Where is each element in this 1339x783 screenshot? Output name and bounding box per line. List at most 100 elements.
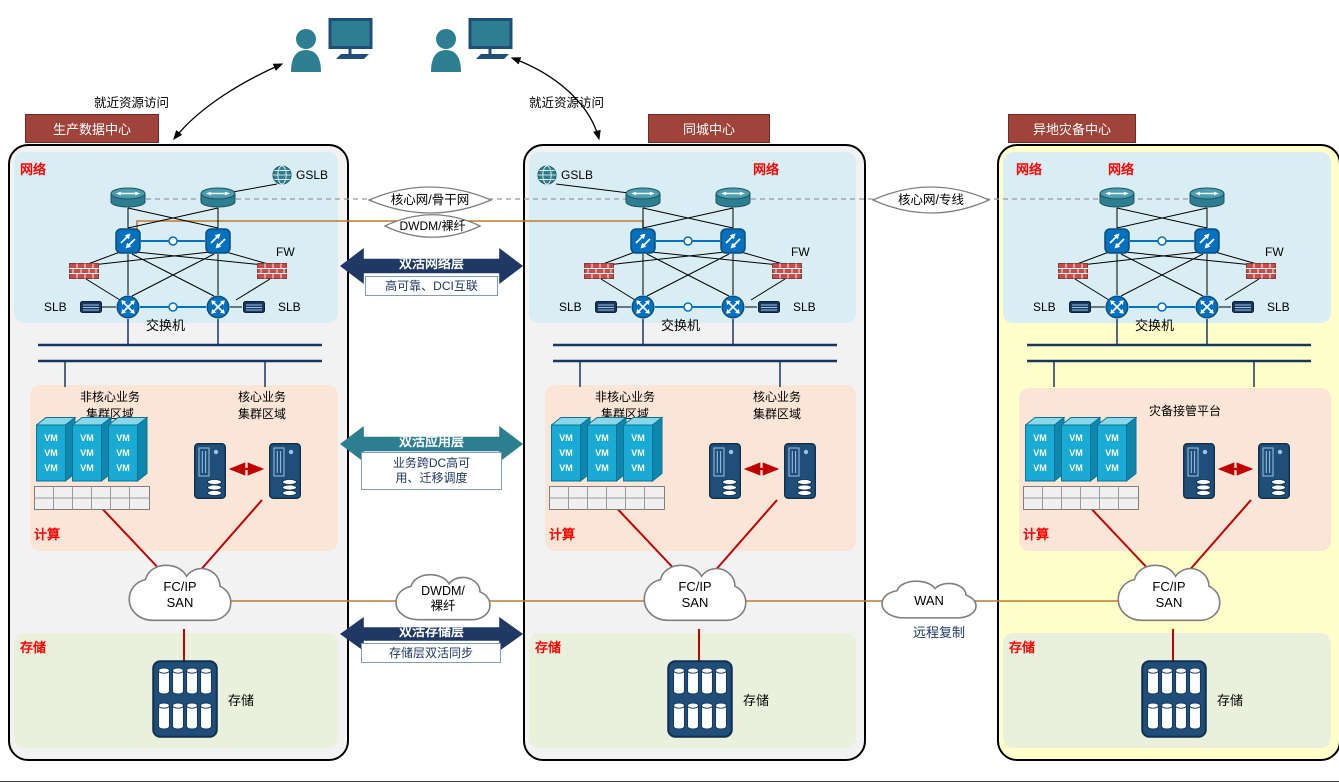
core-switch-icon <box>1104 228 1130 254</box>
storage-device-label: 存储 <box>228 693 255 708</box>
slb-device-icon <box>758 301 780 313</box>
server-tower-icon <box>1183 443 1215 499</box>
l3-switch-icon <box>116 295 140 319</box>
user-workstation-icon <box>290 18 374 86</box>
l3-switch-icon <box>206 295 230 319</box>
l3-switch-icon <box>1105 295 1129 319</box>
slb-right-label: SLB <box>278 300 301 314</box>
slb-device-icon <box>80 301 102 313</box>
firewall-label: FW <box>1265 245 1284 259</box>
nearby-access-label-right: 就近资源访问 <box>529 96 605 110</box>
compute-section-label: 计算 <box>549 527 576 542</box>
router-icon <box>110 186 146 208</box>
production-center-title: 生产数据中心 <box>25 114 159 143</box>
storage-device-label: 存储 <box>743 693 770 708</box>
network-section-label: 网络 <box>1016 162 1043 177</box>
server-tower-icon <box>194 443 226 499</box>
slb-left-label: SLB <box>1033 300 1056 314</box>
firewall-icon <box>257 263 287 279</box>
storage-section-label: 存储 <box>1009 640 1036 655</box>
dwdm-fiber-lens: DWDM/裸纤 <box>384 213 481 239</box>
metro-center-title: 同城中心 <box>648 114 770 143</box>
app-layer-subtitle: 业务跨DC高可 用、迁移调度 <box>361 452 502 490</box>
server-tower-icon <box>709 443 741 499</box>
slb-device-icon <box>595 301 617 313</box>
firewall-icon <box>584 263 614 279</box>
l3-switch-icon <box>721 295 745 319</box>
core-switch-icon <box>630 228 656 254</box>
gslb-globe-icon <box>537 165 557 185</box>
dr-network-section <box>1003 152 1331 323</box>
network-section-label-2: 网络 <box>1108 162 1135 177</box>
slb-device-icon <box>1069 301 1091 313</box>
storage-section-label: 存储 <box>535 640 562 655</box>
core-switch-icon <box>720 228 746 254</box>
network-section-label: 网络 <box>20 162 47 177</box>
server-tower-icon <box>784 443 816 499</box>
gslb-label: GSLB <box>561 168 594 182</box>
server-tower-icon <box>1258 443 1290 499</box>
dr-center-title: 异地灾备中心 <box>1008 114 1136 143</box>
network-layer-subtitle: 高可靠、DCI互联 <box>365 276 498 296</box>
blade-chassis-icon <box>34 486 150 510</box>
slb-device-icon <box>1232 301 1254 313</box>
metro-network-section <box>529 152 856 323</box>
dr-platform-label: 灾备接管平台 <box>1148 404 1221 418</box>
dwdm-fiber-cloud: DWDM/ 裸纤 <box>393 572 493 626</box>
core-switch-icon <box>1194 228 1220 254</box>
network-section-label: 网络 <box>753 162 780 177</box>
firewall-label: FW <box>276 245 295 259</box>
switch-label: 交换机 <box>146 318 186 333</box>
core-switch-icon <box>115 228 141 254</box>
router-icon <box>1099 186 1135 208</box>
remote-replication-label: 远程复制 <box>912 625 965 640</box>
slb-left-label: SLB <box>559 300 582 314</box>
core-cluster-label: 核心业务 集群区域 <box>752 390 801 421</box>
router-icon <box>715 186 751 208</box>
router-icon <box>200 186 236 208</box>
firewall-icon <box>1246 263 1276 279</box>
slb-left-label: SLB <box>44 300 67 314</box>
firewall-icon <box>69 263 99 279</box>
user-workstation-icon <box>430 18 514 86</box>
blade-chassis-icon <box>1023 486 1139 510</box>
storage-array-icon <box>1141 660 1207 738</box>
nearby-access-label-left: 就近资源访问 <box>94 96 170 110</box>
router-icon <box>625 186 661 208</box>
l3-switch-icon <box>1195 295 1219 319</box>
storage-device-label: 存储 <box>1217 693 1244 708</box>
slb-right-label: SLB <box>1267 300 1290 314</box>
core-switch-icon <box>205 228 231 254</box>
backbone-network-lens: 核心网/骨干网 <box>368 185 492 215</box>
firewall-icon <box>1058 263 1088 279</box>
compute-section-label: 计算 <box>34 527 61 542</box>
switch-label: 交换机 <box>1135 318 1175 333</box>
wan-cloud: WAN <box>879 579 979 623</box>
storage-section-label: 存储 <box>20 640 47 655</box>
firewall-icon <box>772 263 802 279</box>
slb-device-icon <box>243 301 265 313</box>
storage-array-icon <box>667 660 733 738</box>
fc-ip-san-cloud: FC/IP SAN <box>641 562 749 628</box>
storage-layer-subtitle: 存储层双活同步 <box>361 643 501 663</box>
server-tower-icon <box>269 443 301 499</box>
backbone-leasedline-lens: 核心网/专线 <box>872 185 990 215</box>
slb-right-label: SLB <box>793 300 816 314</box>
gslb-globe-icon <box>272 165 292 185</box>
storage-array-icon <box>152 660 218 738</box>
l3-switch-icon <box>631 295 655 319</box>
router-icon <box>1189 186 1225 208</box>
core-cluster-label: 核心业务 集群区域 <box>237 390 286 421</box>
blade-chassis-icon <box>549 486 665 510</box>
compute-section-label: 计算 <box>1023 527 1050 542</box>
